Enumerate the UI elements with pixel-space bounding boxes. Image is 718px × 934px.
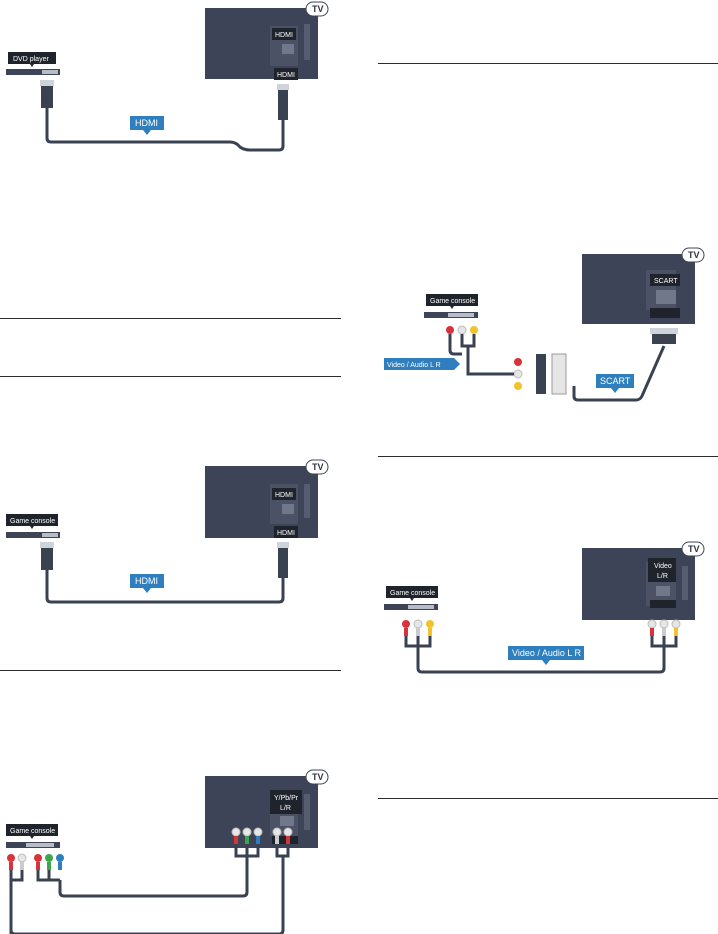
hdmi-dvd-diagram: TV HDMI HDMI DVD player HDMI [6, 1, 329, 152]
divider-rule [0, 318, 341, 319]
ypbpr-diagram: TV Y/Pb/Pr L/R Game console [6, 769, 329, 934]
dvd-player-icon [6, 69, 60, 75]
tv-port-badge [650, 274, 680, 286]
rca-plugs-device [402, 619, 434, 636]
hdmi-console-diagram: TV HDMI HDMI Game console HDMI [6, 459, 329, 604]
divider-rule [378, 798, 718, 799]
hdmi-plug-label: HDMI [277, 72, 295, 79]
tv-body [205, 466, 318, 538]
divider-rule [0, 670, 341, 671]
adapter-label: Video / Audio L R [387, 362, 441, 369]
hdmi-cable [45, 108, 285, 152]
device-label: Game console [430, 298, 475, 305]
tv-port-label-2: L/R [280, 805, 291, 812]
cable-label-badge [596, 374, 634, 388]
tv-port-badge [272, 28, 296, 40]
tv-port-label-1: Video [654, 563, 672, 570]
device-label-badge [386, 586, 438, 598]
cable-label: SCART [600, 376, 631, 386]
device-label-badge [8, 52, 56, 64]
hdmi-plug-label-badge [274, 526, 298, 538]
game-console-icon [6, 532, 60, 538]
tv-port-badge [270, 790, 302, 814]
tv-tag-label: TV [688, 544, 700, 554]
cable-label: Video / Audio L R [512, 648, 582, 658]
divider-rule [0, 376, 341, 377]
tv-port-label: SCART [654, 278, 678, 285]
tv-port-label: HDMI [275, 492, 293, 499]
device-label: Game console [390, 590, 435, 597]
tv-tag-label: TV [312, 462, 324, 472]
device-label: Game console [10, 828, 55, 835]
rca-plugs-device [446, 325, 478, 335]
rca-plugs-tv [647, 619, 681, 636]
tv-port-label-1: Y/Pb/Pr [274, 795, 299, 802]
cable-label: HDMI [135, 576, 158, 586]
hdmi-cable [45, 570, 285, 604]
device-label-badge [6, 514, 58, 526]
tv-port-label: HDMI [275, 32, 293, 39]
tv-body [205, 8, 318, 79]
tv-tag [305, 1, 329, 17]
cable-label-badge [130, 574, 164, 588]
cable-label-badge [130, 116, 164, 130]
tv-tag-label: TV [312, 4, 324, 14]
scart-cable [572, 345, 666, 402]
scart-diagram: TV SCART Game console Video / Audio L R … [384, 247, 705, 402]
tv-tag [681, 541, 705, 557]
device-label-badge [6, 824, 58, 836]
video-audio-diagram: TV Video L/R Game console Video / Audio … [384, 541, 705, 674]
divider-rule [378, 456, 718, 457]
tv-tag [305, 769, 329, 785]
rca-plugs-tv [231, 827, 293, 844]
device-label: DVD player [13, 56, 49, 63]
hdmi-plug-label-badge [274, 68, 298, 80]
adapter-label-badge [384, 358, 454, 370]
device-label: Game console [10, 518, 55, 525]
tv-tag [681, 247, 705, 263]
tv-tag-label: TV [688, 250, 700, 260]
tv-port-badge [648, 558, 676, 582]
rca-cable [448, 334, 514, 376]
tv-tag-label: TV [312, 772, 324, 782]
cable-label-badge [508, 646, 584, 660]
cable-label: HDMI [135, 118, 158, 128]
device-label-badge [426, 294, 478, 306]
tv-port-label-2: L/R [657, 573, 668, 580]
rca-plugs-device [7, 853, 64, 870]
rca-adapter [513, 353, 567, 395]
rca-cable [404, 636, 678, 674]
divider-rule [378, 63, 718, 64]
tv-tag [305, 459, 329, 475]
tv-port-badge [272, 488, 296, 500]
hdmi-plug-label: HDMI [277, 530, 295, 537]
tv-body [582, 548, 695, 620]
component-cable [9, 844, 260, 934]
